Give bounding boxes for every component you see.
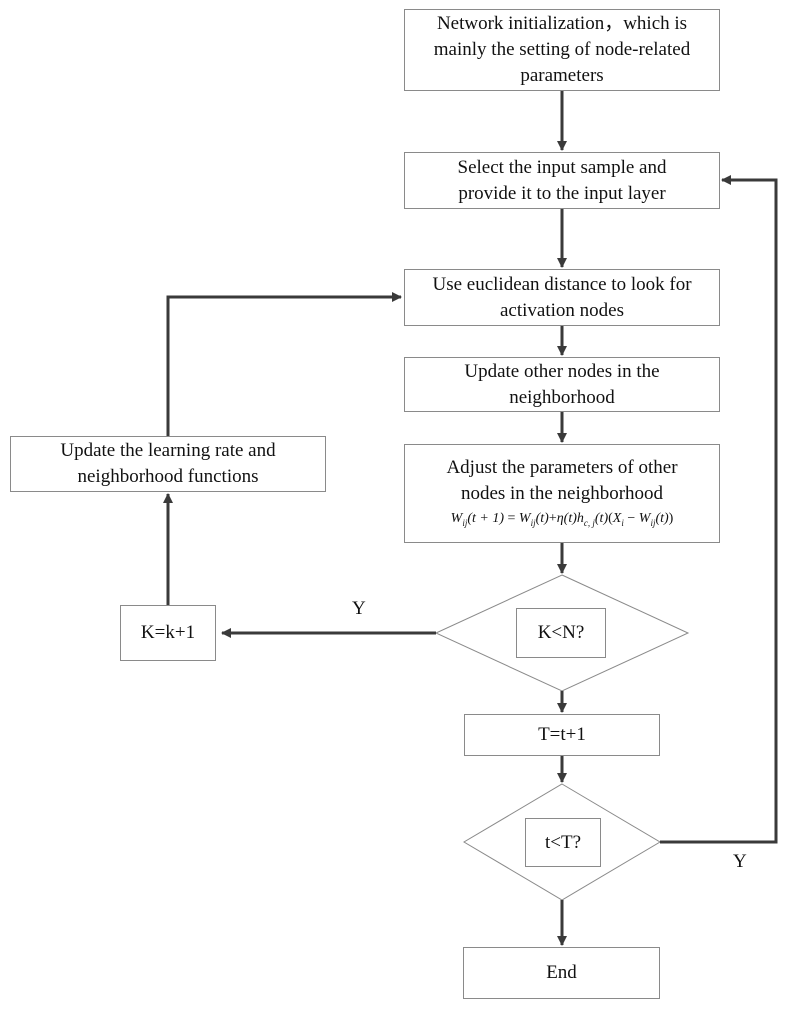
formula-h-sub: c, j — [583, 517, 595, 528]
update-learning-rate-node: Update the learning rate and neighborhoo… — [10, 436, 326, 492]
update-lr-line-1: Update the learning rate and — [60, 440, 276, 461]
edge-label-yes-t: Y — [733, 851, 747, 872]
formula-eta: η(t) — [556, 510, 577, 526]
t-increment-node: T=t+1 — [464, 714, 660, 756]
t-increment-label: T=t+1 — [538, 724, 586, 745]
adjust-line-2: nodes in the neighborhood — [460, 482, 664, 504]
end-label: End — [546, 962, 577, 983]
euclidean-node: Use euclidean distance to look for activ… — [404, 269, 720, 326]
formula-lhs-w: W — [450, 510, 463, 526]
end-node: End — [463, 947, 660, 999]
formula-close-paren: ) — [668, 510, 674, 526]
select-line-2: provide it to the input layer — [458, 182, 666, 204]
formula-lhs-arg: (t + 1) — [467, 510, 504, 526]
formula-h-arg: (t) — [594, 510, 609, 526]
formula-rhs-sub1: ij — [530, 517, 536, 528]
weight-update-formula: Wij(t + 1) = Wij(t)+η(t)hc, j(t)(Xi − Wi… — [451, 509, 674, 533]
init-line-3: parameters — [520, 65, 604, 86]
arrow-decision-t-to-select — [660, 175, 778, 844]
formula-lhs-sub: ij — [462, 517, 468, 528]
select-sample-node: Select the input sample and provide it t… — [404, 152, 720, 209]
formula-rhs-arg1: (t) — [535, 510, 549, 526]
formula-rhs-w2: W — [638, 510, 651, 526]
init-line-2: mainly the setting of node-related — [433, 39, 691, 60]
update-others-line-1: Update other nodes in the — [464, 360, 660, 382]
update-lr-line-2: neighborhood functions — [77, 466, 259, 487]
formula-plus: + — [548, 510, 557, 526]
decision-k-label: K<N? — [537, 622, 585, 643]
decision-t-label-box: t<T? — [525, 818, 601, 867]
formula-open-paren: ( — [608, 510, 613, 526]
euclid-line-2: activation nodes — [500, 299, 624, 321]
formula-minus: − — [627, 510, 636, 526]
k-increment-label: K=k+1 — [140, 622, 196, 643]
formula-eq: = — [507, 510, 516, 526]
arrow-update-lr-to-euclid — [166, 292, 402, 436]
adjust-line-1: Adjust the parameters of other — [446, 456, 678, 478]
adjust-parameters-node: Adjust the parameters of other nodes in … — [404, 444, 720, 543]
init-line-1: Network initialization，which is — [436, 13, 688, 34]
k-increment-node: K=k+1 — [120, 605, 216, 661]
euclid-line-1: Use euclidean distance to look for — [432, 273, 692, 295]
formula-h: h — [576, 510, 584, 526]
formula-x-sub: i — [621, 517, 624, 528]
formula-rhs-arg2: (t) — [655, 510, 669, 526]
update-other-nodes-node: Update other nodes in the neighborhood — [404, 357, 720, 412]
formula-x: X — [612, 510, 622, 526]
decision-k-label-box: K<N? — [516, 608, 606, 658]
decision-t-label: t<T? — [544, 831, 582, 853]
formula-rhs-w1: W — [518, 510, 531, 526]
formula-rhs-sub2: ij — [650, 517, 656, 528]
select-line-1: Select the input sample and — [457, 156, 667, 178]
edge-label-yes-k: Y — [352, 598, 366, 619]
init-node: Network initialization，which is mainly t… — [404, 9, 720, 91]
update-others-line-2: neighborhood — [509, 386, 615, 408]
